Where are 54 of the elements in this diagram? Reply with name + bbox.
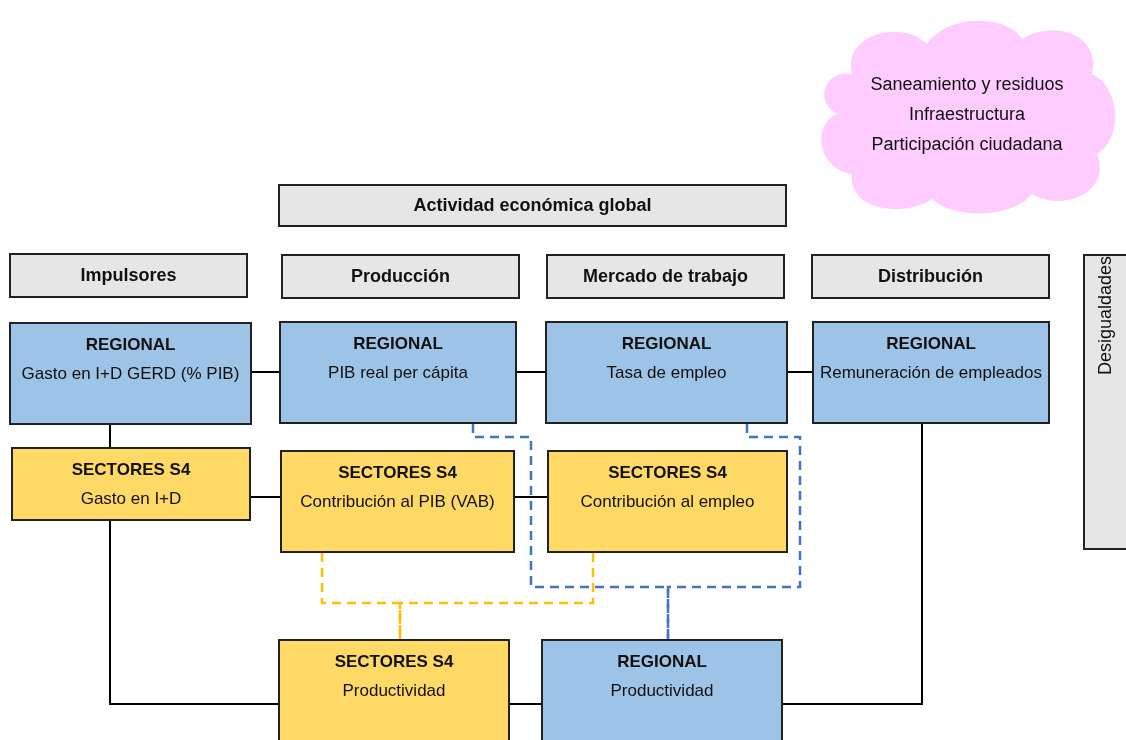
indicator-box	[541, 639, 783, 740]
box-text: Impulsores	[80, 264, 177, 287]
indicator-box	[11, 447, 251, 521]
indicator-box	[280, 450, 515, 553]
box-text: Mercado de trabajo	[582, 265, 748, 288]
header-box	[281, 254, 520, 299]
box-text: Productividad	[342, 680, 446, 702]
box-heading: REGIONAL	[621, 333, 712, 355]
dashed-connector	[666, 424, 802, 639]
connector-line	[514, 496, 548, 498]
dashed-connector	[398, 553, 595, 639]
box-text: Distribución	[878, 265, 983, 288]
indicator-box	[9, 322, 252, 425]
header-box	[546, 254, 785, 299]
header-box	[811, 254, 1050, 299]
indicator-box	[279, 321, 517, 424]
box-heading: REGIONAL	[85, 334, 176, 356]
indicator-box	[545, 321, 788, 424]
box-text: Gasto en I+D	[80, 488, 182, 510]
connector-line	[516, 371, 546, 373]
connector-line	[250, 496, 281, 498]
box-heading: SECTORES S4	[334, 651, 454, 673]
header-box	[1083, 254, 1126, 550]
header-box	[278, 184, 787, 227]
box-heading: REGIONAL	[617, 651, 707, 673]
connector-line	[109, 424, 111, 448]
box-text: PIB real per cápita	[328, 362, 468, 384]
box-heading: REGIONAL	[353, 333, 443, 355]
box-text: Infraestructura	[908, 103, 1026, 126]
connector-line	[251, 371, 280, 373]
box-heading: SECTORES S4	[71, 459, 191, 481]
box-heading: REGIONAL	[886, 333, 976, 355]
dashed-connector	[471, 424, 670, 639]
box-text: Gasto en I+D GERD (% PIB)	[21, 363, 240, 385]
box-text: Desigualdades	[1094, 256, 1116, 376]
header-box	[9, 253, 248, 298]
connector-line	[509, 703, 542, 705]
connector-line	[109, 520, 279, 705]
box-text: Contribución al PIB (VAB)	[300, 491, 495, 513]
box-text: Remuneración de empleados	[819, 362, 1043, 384]
box-text: Productividad	[610, 680, 714, 702]
indicator-box	[812, 321, 1050, 424]
indicator-box	[278, 639, 510, 740]
box-text: Tasa de empleo	[606, 362, 727, 384]
box-heading: SECTORES S4	[608, 462, 727, 484]
box-heading: SECTORES S4	[338, 462, 457, 484]
box-text: Producción	[351, 265, 450, 288]
box-text: Participación ciudadana	[871, 133, 1063, 156]
connector-line	[787, 371, 813, 373]
connector-line	[782, 423, 923, 705]
indicator-box	[547, 450, 788, 553]
box-text: Contribución al empleo	[580, 491, 755, 513]
box-text: Actividad económica global	[413, 194, 652, 217]
box-text: Saneamiento y residuos	[870, 73, 1064, 96]
